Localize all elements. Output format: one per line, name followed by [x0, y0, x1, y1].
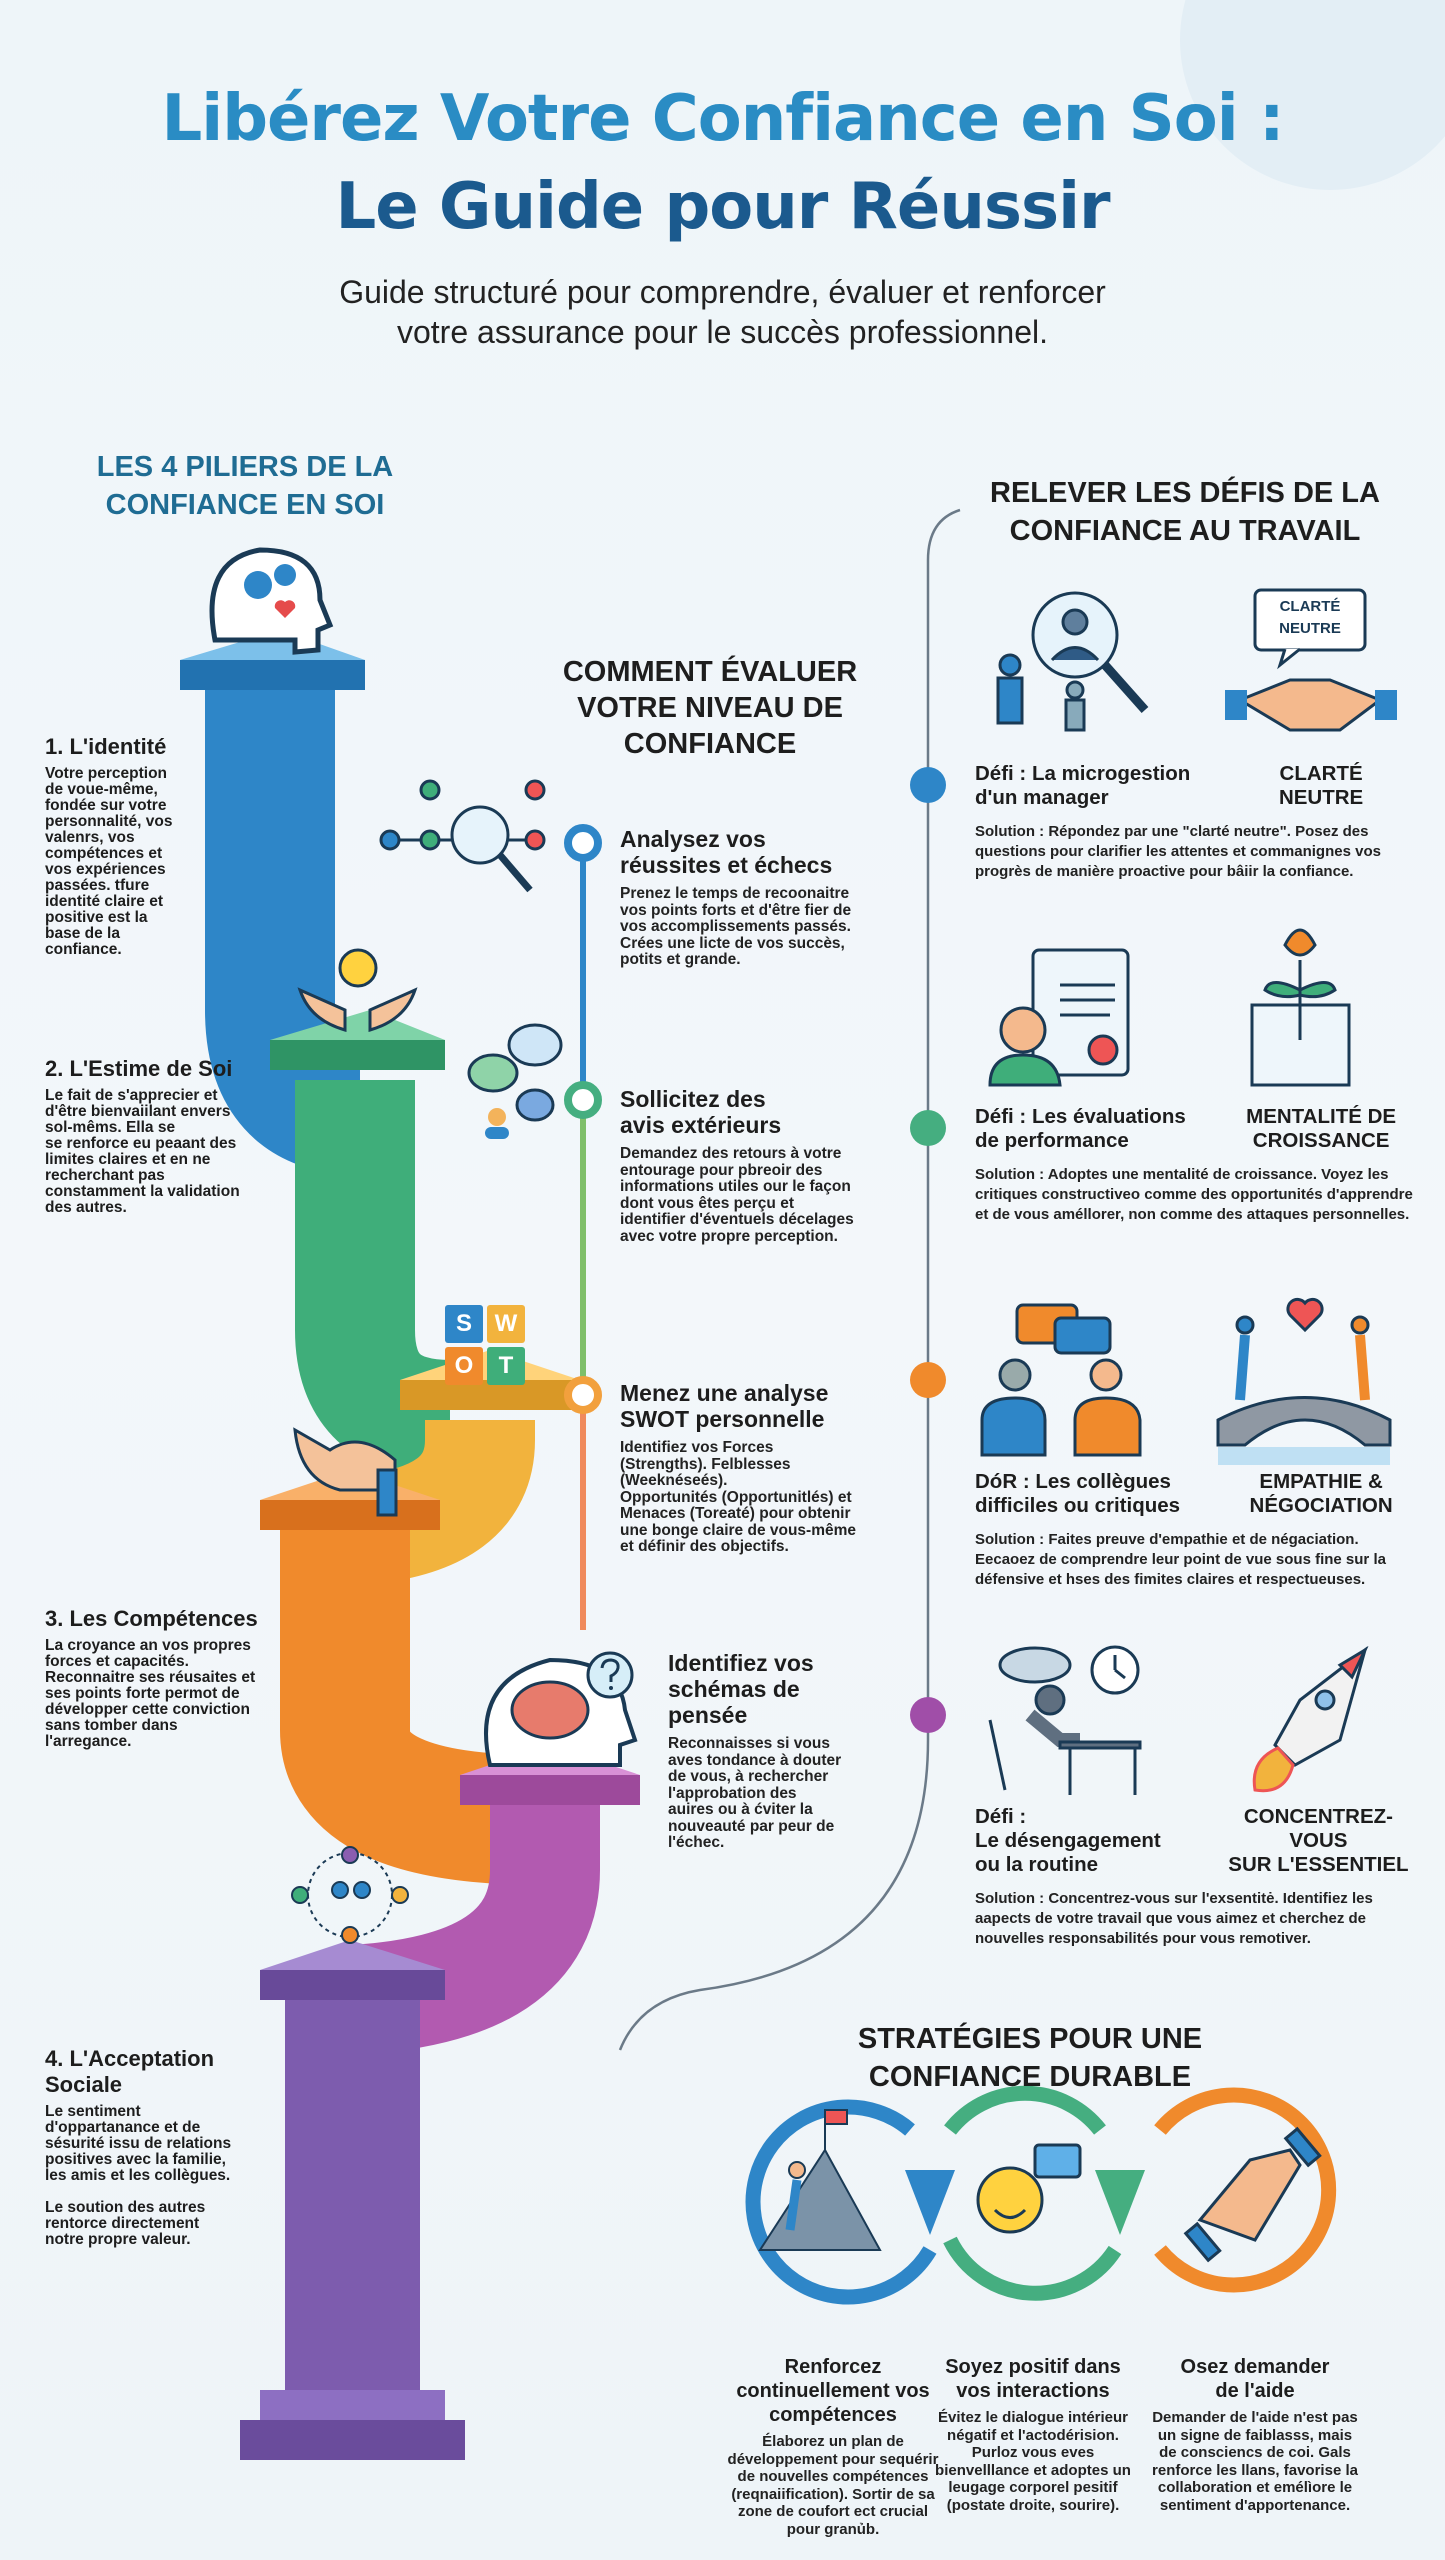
pillar-text: Le fait de s'apprecier et d'être bienvai…: [45, 1087, 240, 1216]
strategy-text: Demander de l'aide n'est pas un signe de…: [1152, 2409, 1358, 2514]
page-subtitle: Guide structuré pour comprendre, évaluer…: [0, 272, 1445, 352]
evaluate-item-title: Sollicitez des avis extérieurs: [620, 1086, 782, 1138]
conflict-colleagues-icon: [980, 1303, 1142, 1457]
pillar-title: 1. L'identité: [45, 734, 167, 759]
cycle-arrow-blue: [745, 2099, 937, 2305]
evaluate-item-successes: Analysez vos réussites et échecs Prenez …: [620, 826, 920, 969]
page-title-line2: Le Guide pour Réussir: [335, 170, 1110, 244]
pillar-text: La croyance an vos propres forces et cap…: [45, 1637, 256, 1750]
pillar-title: 2. L'Estime de Soi: [45, 1056, 233, 1081]
strategy-title: Osez demander de l'aide: [1180, 2356, 1330, 2402]
swot-grid: S W O T: [445, 1305, 525, 1385]
evaluate-item-text: Identifiez vos Forces (Strengths). Felbl…: [620, 1439, 857, 1555]
smiley-chat-icon: [976, 2143, 1082, 2234]
solution-title: MENTALITÉ DE CROISSANCE: [1246, 1105, 1397, 1152]
decor-circle: [1180, 0, 1445, 190]
subtitle-line1: Guide structuré pour comprendre, évaluer…: [339, 274, 1106, 310]
flexed-arm-diploma-icon: [293, 1427, 398, 1517]
cycle-arrow-green: [943, 2085, 1122, 2301]
evaluate-item-text: Demandez des retours à votre entourage p…: [620, 1145, 854, 1245]
pillar-title: 3. Les Compétences: [45, 1606, 258, 1631]
evaluation-timeline: [564, 824, 602, 1630]
pillar-title: 4. L'Acceptation Sociale: [45, 2046, 215, 2097]
strategies-heading: STRATÉGIES POUR UNE CONFIANCE DURABLE: [857, 2023, 1203, 2093]
evaluate-item-text: Reconnaisses si vous aves tondance à dou…: [668, 1735, 842, 1851]
bridge-empathy-icon: [1216, 1297, 1392, 1465]
challenge-title: Défi : Les évaluations de performance: [975, 1105, 1186, 1152]
rocket-icon: [1252, 1646, 1369, 1793]
evaluate-item-title: Identifiez vos schémas de pensée: [668, 1650, 814, 1728]
solution-title: CONCENTREZ-VOUS SUR L'ESSENTIEL: [1228, 1805, 1409, 1876]
evaluate-heading: COMMENT ÉVALUER VOTRE NIVEAU DE CONFIANC…: [562, 656, 858, 760]
hands-lightbulb-icon: [297, 948, 418, 1032]
solution-text: Solution : Répondez par une "clarté neut…: [975, 823, 1381, 880]
swot-w: W: [487, 1305, 525, 1343]
cycle-arrow-orange: [1154, 2087, 1337, 2293]
pillar-skills: 3. Les Compétences La croyance an vos pr…: [45, 1606, 290, 1750]
pillar-social-acceptance: 4. L'Acceptation Sociale Le sentiment d'…: [45, 2046, 285, 2248]
strategy-title: Soyez positif dans vos interactions: [945, 2356, 1121, 2402]
speech-bubbles-icon: [467, 1023, 563, 1139]
swot-s: S: [445, 1305, 483, 1343]
solution-title: EMPATHIE & NÉGOCIATION: [1249, 1470, 1393, 1517]
strategy-text: Évitez le dialogue intérieur négatif et …: [935, 2409, 1131, 2514]
clarity-bubble-text: CLARTÉ NEUTRE: [1279, 598, 1341, 637]
swot-t: T: [487, 1347, 525, 1385]
community-people-icon: [291, 1846, 409, 1944]
challenge-title: Défi : Le désengagement ou la routine: [975, 1805, 1161, 1876]
pillar-green: [295, 1080, 453, 1480]
mountain-climber-icon: [758, 2109, 882, 2251]
handshake-clarity-icon: [1225, 588, 1397, 732]
solution-title: CLARTÉ NEUTRE: [1278, 762, 1364, 809]
magnifier-network-icon: [379, 779, 546, 893]
solution-text: Solution : Concentrez-vous sur l'exsenti…: [975, 1890, 1373, 1947]
clarity-speech-bubble: [1253, 588, 1367, 652]
pillar-identity: 1. L'identité Votre perception de voue-m…: [45, 734, 260, 958]
solution-text: Solution : Faites preuve d'empathie et d…: [975, 1531, 1386, 1588]
challenge-micromanagement: Défi : La microgestion d'un manager CLART…: [975, 762, 1420, 882]
challenges-heading: RELEVER LES DÉFIS DE LA CONFIANCE AU TRA…: [975, 474, 1395, 550]
manager-magnifier-icon: [996, 591, 1149, 732]
plant-growth-icon: [1250, 928, 1351, 1087]
strategy-ask-help: Osez demander de l'aide Demander de l'ai…: [1140, 2355, 1370, 2514]
pillar-self-esteem: 2. L'Estime de Soi Le fait de s'apprecie…: [45, 1056, 285, 1216]
pillar-text: Le sentiment d'oppartanance et de sésuri…: [45, 2103, 232, 2248]
evaluate-item-title: Menez une analyse SWOT personnelle: [620, 1380, 829, 1432]
evaluate-item-feedback: Sollicitez des avis extérieurs Demandez …: [620, 1086, 920, 1245]
helping-hands-icon: [1183, 2126, 1322, 2263]
strategy-title: Renforcez continuellement vos compétence…: [736, 2356, 930, 2426]
challenge-performance-reviews: Défi : Les évaluations de performance MEN…: [975, 1105, 1420, 1225]
subtitle-line2: votre assurance pour le succès professio…: [396, 314, 1048, 350]
challenge-title: DóR : Les collègues difficiles ou critiq…: [975, 1470, 1181, 1517]
strategy-positive: Soyez positif dans vos interactions Évit…: [918, 2355, 1148, 2514]
challenge-title: Défi : La microgestion d'un manager: [975, 762, 1191, 809]
challenges-heading-line2: CONFIANCE AU TRAVAIL: [1009, 515, 1361, 547]
pillars-heading: LES 4 PILIERS DE LA CONFIANCE EN SOI: [60, 448, 430, 524]
pillar-text: Votre perception de voue-même, fondée su…: [45, 765, 173, 958]
evaluate-item-swot: Menez une analyse SWOT personnelle Ident…: [620, 1380, 920, 1556]
strategy-text: Élaborez un plan de développement pour s…: [727, 2433, 939, 2538]
sad-employee-review-icon: [988, 948, 1130, 1087]
evaluate-item-thought-patterns: Identifiez vos schémas de pensée Reconna…: [668, 1650, 918, 1852]
bored-worker-icon: [988, 1645, 1142, 1795]
challenge-difficult-colleagues: DóR : Les collègues difficiles ou critiq…: [975, 1470, 1420, 1590]
head-gears-icon: [209, 547, 334, 655]
challenges-heading-line1: RELEVER LES DÉFIS DE LA: [990, 477, 1380, 509]
evaluate-item-title: Analysez vos réussites et échecs: [620, 826, 833, 878]
pillars-heading-line1: LES 4 PILIERS DE LA: [96, 451, 394, 483]
strategy-skills: Renforcez continuellement vos compétence…: [718, 2355, 948, 2538]
pillar-purple: [285, 2000, 420, 2390]
solution-text: Solution : Adoptes une mentalité de croi…: [975, 1166, 1413, 1223]
challenges-timeline: [618, 508, 961, 2051]
page-title-line1: Libérez Votre Confiance en Soi :: [161, 82, 1284, 156]
swot-o: O: [445, 1347, 483, 1385]
challenge-disengagement: Défi : Le désengagement ou la routine CON…: [975, 1805, 1420, 1949]
pillar-staircase: [205, 690, 600, 2390]
brain-head-icon: [484, 1651, 638, 1767]
strategy-cycle: [745, 2085, 1337, 2305]
pillars-heading-line2: CONFIANCE EN SOI: [105, 489, 385, 521]
evaluate-item-text: Prenez le temps de recoonaitre vos point…: [620, 885, 852, 968]
